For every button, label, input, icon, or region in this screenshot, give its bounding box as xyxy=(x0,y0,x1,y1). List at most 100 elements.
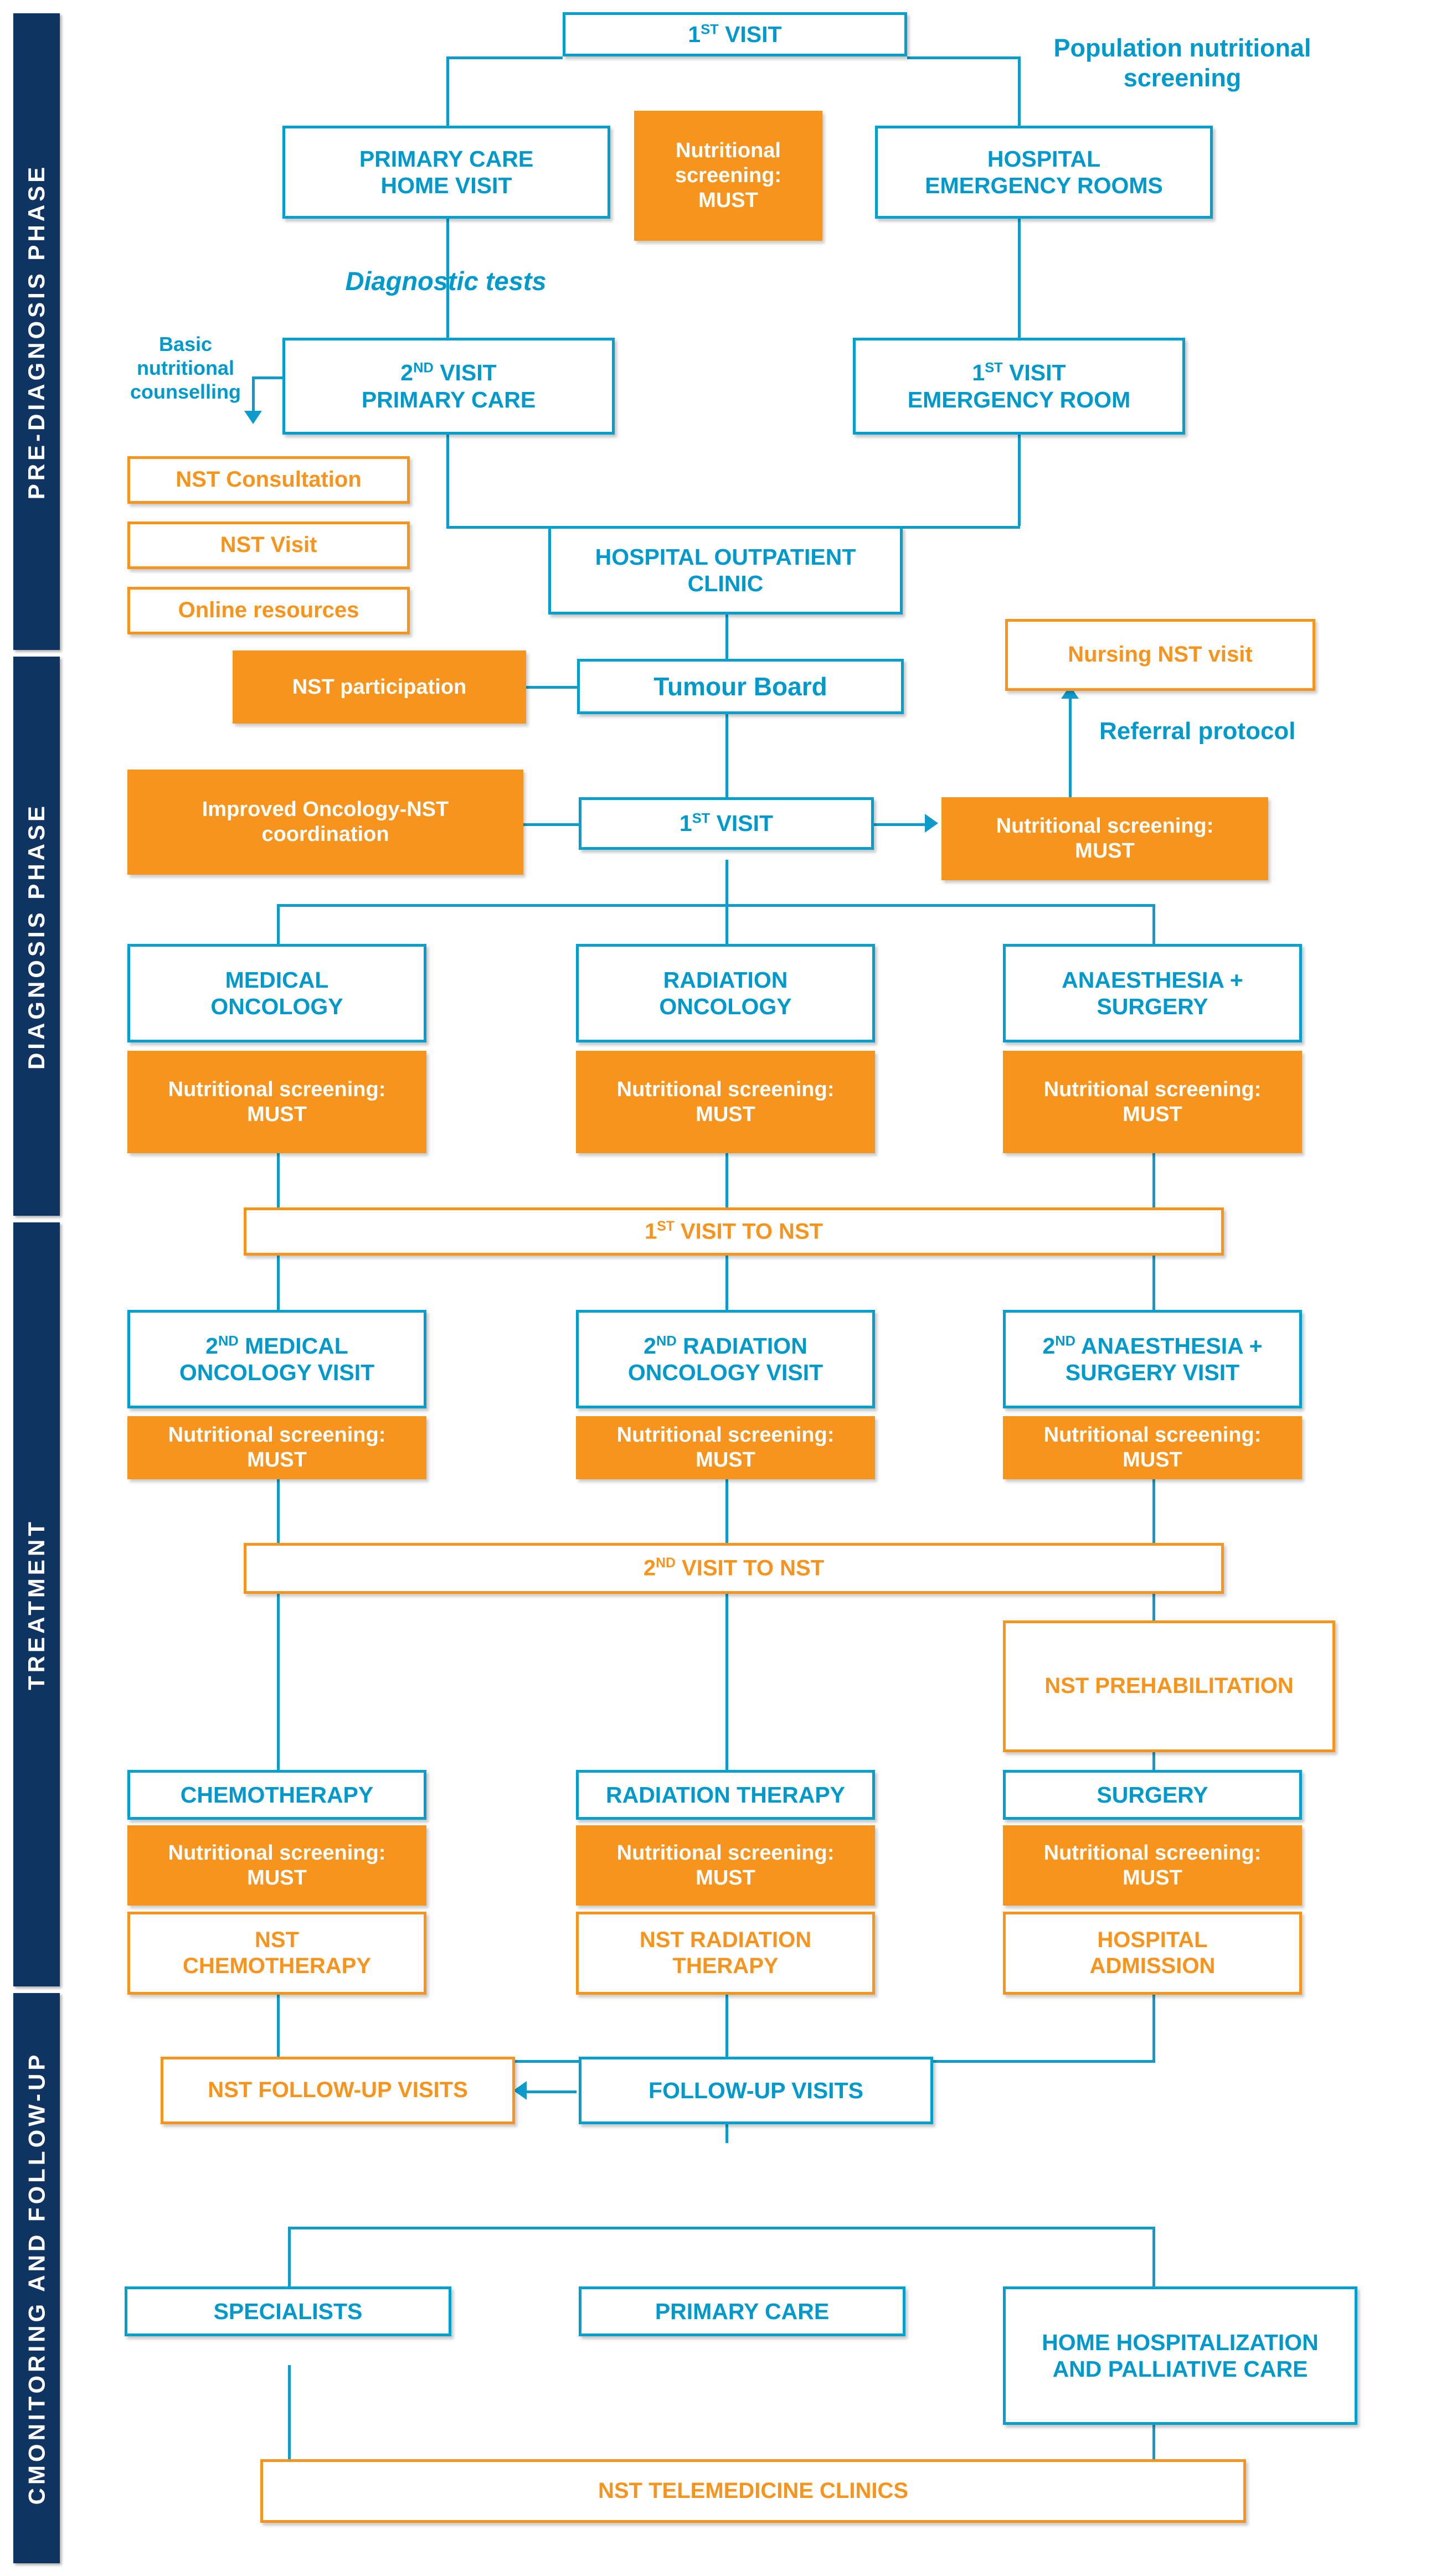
phase-bar-monitoring: CMONITORING AND FOLLOW-UP xyxy=(13,1993,60,2563)
node-first-visit-top-label: 1ST VISIT xyxy=(688,21,782,47)
node-nst-prehabilitation-label: NST PREHABILITATION xyxy=(1044,1674,1294,1699)
node-nst-participation-label: NST participation xyxy=(292,675,467,699)
connector-homevisit-to-secondvisit xyxy=(446,219,449,338)
connector-medonc-screen-to-nst xyxy=(277,1153,280,1207)
node-nst-participation[interactable]: NST participation xyxy=(233,651,526,724)
node-second-visit-to-nst[interactable]: 2ND VISIT TO NST xyxy=(244,1543,1224,1594)
connector-firstvisit-right xyxy=(907,56,1020,59)
node-screening-anaesthesia-surgery-label: Nutritional screening:MUST xyxy=(1043,1077,1262,1126)
phase-label-monitoring: CMONITORING AND FOLLOW-UP xyxy=(23,2051,50,2505)
node-screening-anaesthesia-surgery[interactable]: Nutritional screening:MUST xyxy=(1003,1051,1302,1153)
connector-secondvisit-down xyxy=(446,435,449,526)
node-second-anaesthesia-surgery-visit[interactable]: 2ND ANAESTHESIA +SURGERY VISIT xyxy=(1003,1310,1302,1408)
node-screening-second-medical[interactable]: Nutritional screening:MUST xyxy=(127,1416,426,1479)
connector-tumourboard-to-nstparticipation xyxy=(509,686,577,689)
phase-label-pre-diagnosis: PRE-DIAGNOSIS PHASE xyxy=(23,163,50,500)
connector-nst1-to-secondanaes xyxy=(1152,1256,1155,1310)
node-screening-radiation-oncology[interactable]: Nutritional screening:MUST xyxy=(576,1051,875,1153)
node-screening-medical-oncology-label: Nutritional screening:MUST xyxy=(168,1077,386,1126)
connector-firstvisiter-down xyxy=(1018,435,1021,526)
node-nursing-nst-visit[interactable]: Nursing NST visit xyxy=(1005,619,1315,691)
connector-three-column-bus xyxy=(277,904,1155,907)
node-nst-prehabilitation[interactable]: NST PREHABILITATION xyxy=(1003,1620,1335,1752)
connector-bus-to-medonc xyxy=(277,904,280,944)
node-surgery[interactable]: SURGERY xyxy=(1003,1770,1302,1820)
connector-bus-to-anaes xyxy=(1152,904,1155,944)
node-nutritional-screening-must-diagnosis[interactable]: Nutritional screening:MUST xyxy=(941,797,1268,880)
node-screening-second-anaesthesia[interactable]: Nutritional screening:MUST xyxy=(1003,1416,1302,1479)
node-nst-visit[interactable]: NST Visit xyxy=(127,522,410,569)
node-screening-surgery[interactable]: Nutritional screening:MUST xyxy=(1003,1825,1302,1906)
node-specialists[interactable]: SPECIALISTS xyxy=(125,2286,451,2336)
node-chemotherapy[interactable]: CHEMOTHERAPY xyxy=(127,1770,426,1820)
node-screening-second-radiation[interactable]: Nutritional screening:MUST xyxy=(576,1416,875,1479)
connector-nst2-to-radtherapy xyxy=(725,1575,728,1813)
node-online-resources[interactable]: Online resources xyxy=(127,587,410,634)
node-screening-radiation-therapy-label: Nutritional screening:MUST xyxy=(616,1841,835,1890)
node-first-visit-diagnosis[interactable]: 1ST VISIT xyxy=(579,797,874,850)
node-radiation-therapy[interactable]: RADIATION THERAPY xyxy=(576,1770,875,1820)
node-nst-consultation[interactable]: NST Consultation xyxy=(127,456,410,504)
node-screening-radiation-therapy[interactable]: Nutritional screening:MUST xyxy=(576,1825,875,1906)
node-first-visit-diagnosis-label: 1ST VISIT xyxy=(679,811,774,837)
node-nst-telemedicine-clinics[interactable]: NST TELEMEDICINE CLINICS xyxy=(260,2459,1246,2523)
connector-firstvisit-to-screening xyxy=(874,823,925,826)
followup-arrowhead-icon xyxy=(513,2081,527,2100)
node-first-visit-top[interactable]: 1ST VISIT xyxy=(563,12,907,56)
node-surgery-label: SURGERY xyxy=(1097,1782,1208,1808)
phase-bar-pre-diagnosis: PRE-DIAGNOSIS PHASE xyxy=(13,13,60,650)
node-anaesthesia-surgery[interactable]: ANAESTHESIA +SURGERY xyxy=(1003,944,1302,1042)
node-follow-up-visits[interactable]: FOLLOW-UP VISITS xyxy=(579,2057,933,2124)
node-first-visit-to-nst[interactable]: 1ST VISIT TO NST xyxy=(244,1207,1224,1256)
node-nst-follow-up-visits[interactable]: NST FOLLOW-UP VISITS xyxy=(161,2057,515,2124)
screening-arrowhead-icon xyxy=(925,814,938,833)
connector-hospitaler-down xyxy=(1018,56,1021,126)
connector-counselling-v xyxy=(252,376,255,411)
node-screening-chemotherapy[interactable]: Nutritional screening:MUST xyxy=(127,1825,426,1906)
node-tumour-board[interactable]: Tumour Board xyxy=(577,659,904,714)
node-nst-follow-up-visits-label: NST FOLLOW-UP VISITS xyxy=(208,2078,468,2103)
connector-bus-to-homehosp xyxy=(1152,2227,1155,2286)
connector-specialists-to-telemedicine xyxy=(288,2365,291,2459)
connector-anaes-screen-to-nst xyxy=(1152,1153,1155,1207)
node-second-visit-to-nst-label: 2ND VISIT TO NST xyxy=(643,1556,825,1581)
node-screening-surgery-label: Nutritional screening:MUST xyxy=(1043,1841,1262,1890)
node-screening-medical-oncology[interactable]: Nutritional screening:MUST xyxy=(127,1051,426,1153)
phase-bar-treatment: TREATMENT xyxy=(13,1222,60,1986)
connector-to-outpatient-right xyxy=(903,526,1020,529)
connector-screening-to-nursing xyxy=(1069,698,1072,797)
node-nst-visit-label: NST Visit xyxy=(220,533,317,557)
connector-nstchemo-down xyxy=(277,1995,280,2060)
node-primary-care[interactable]: PRIMARY CARE xyxy=(579,2286,905,2336)
connector-bus-to-specialists xyxy=(288,2227,291,2286)
